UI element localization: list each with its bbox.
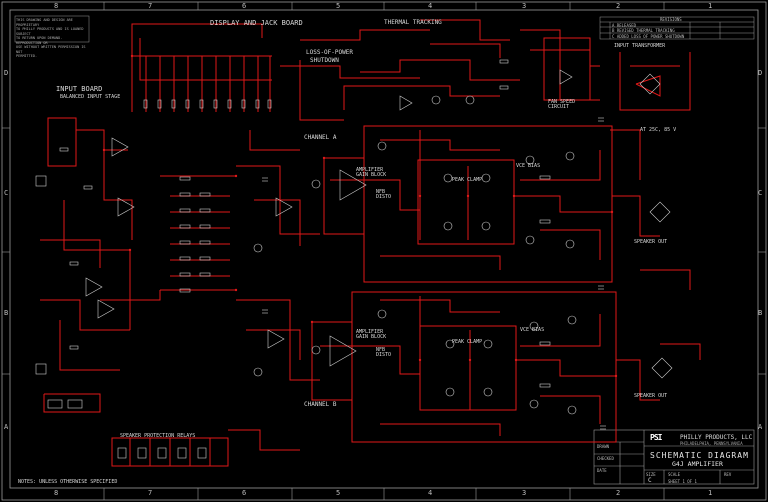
zone-7-bottom: 7: [148, 489, 153, 497]
zone-b-left: B: [4, 309, 9, 317]
input-board-sublabel: BALANCED INPUT STAGE: [60, 94, 121, 100]
speaker-out-b-label: SPEAKER OUT: [634, 393, 668, 399]
inner-border: [9, 9, 759, 489]
company-logo: PSI: [650, 433, 662, 442]
zone-6-top: 6: [242, 2, 247, 10]
size-label: SIZE: [646, 472, 656, 477]
amp-gain-block-b-label: AMPLIFIER GAIN BLOCK: [356, 329, 387, 340]
zone-3-bottom: 3: [522, 489, 527, 497]
zone-b-right: B: [758, 309, 763, 317]
loss-of-power-label: LOSS-OF-POWER: [306, 49, 353, 56]
zone-2-bottom: 2: [616, 489, 621, 497]
checked-label: CHECKED: [597, 456, 614, 461]
amp-gain-block-a-label: AMPLIFIER GAIN BLOCK: [356, 167, 387, 178]
input-board-label: INPUT BOARD: [56, 85, 103, 93]
speaker-out-a-label: SPEAKER OUT: [634, 239, 668, 245]
revisions-header: REVISIONS: [660, 17, 682, 22]
junction-dots: [102, 54, 618, 378]
zone-5-bottom: 5: [336, 489, 341, 497]
channel-b-label: CHANNEL B: [304, 401, 337, 408]
mains-note: INPUT TRANSFORMER: [614, 43, 666, 49]
revision-block: [599, 16, 755, 40]
zone-8-bottom: 8: [54, 489, 59, 497]
display-board-label: DISPLAY AND JACK BOARD: [210, 19, 303, 27]
zone-d-right: D: [758, 69, 763, 77]
revision-row: C ADDED LOSS OF POWER SHUTDOWN: [612, 34, 685, 39]
zone-c-left: C: [4, 189, 9, 197]
scale-label: SCALE: [668, 472, 681, 477]
bias-a-label: VCE BIAS: [516, 163, 541, 169]
zone-2-top: 2: [616, 2, 621, 10]
zone-1-bottom: 1: [708, 489, 713, 497]
zone-a-left: A: [4, 423, 9, 431]
peak-clamp-a-label: PEAK CLAMP: [452, 177, 483, 183]
notes-box: [14, 15, 90, 43]
note-line: TO RETURN UPON DEMAND. REPRODUCTION OR: [16, 36, 63, 45]
note-line: USE WITHOUT WRITTEN PERMISSION IS NOT: [16, 45, 86, 54]
power-supply-note: AT 25C, 85 V: [640, 127, 677, 133]
drawing-subtitle: G4J AMPLIFIER: [672, 460, 723, 468]
thermal-tracking-label: THERMAL TRACKING: [384, 19, 442, 26]
zone-8-top: 8: [54, 2, 59, 10]
zone-4-bottom: 4: [428, 489, 433, 497]
speaker-relay-label: SPEAKER PROTECTION RELAYS: [120, 433, 196, 439]
company-location: PHILADELPHIA, PENNSYLVANIA: [680, 441, 743, 446]
nfb-b-label: NFB DISTO: [376, 347, 392, 358]
drawn-label: DRAWN: [597, 444, 610, 449]
loss-of-power-sublabel: SHUTDOWN: [310, 57, 339, 64]
zone-6-bottom: 6: [242, 489, 247, 497]
rev-label: REV: [724, 472, 732, 477]
zone-7-top: 7: [148, 2, 153, 10]
zone-d-left: D: [4, 69, 9, 77]
component-symbols: [35, 59, 673, 459]
fan-speed-label: FAN SPEED CIRCUIT: [548, 99, 576, 110]
bottom-note: NOTES: UNLESS OTHERWISE SPECIFIED: [18, 479, 118, 485]
note-line: TO PHILLY PRODUCTS AND IS LOANED SUBJECT: [16, 27, 84, 36]
revision-row: A RELEASED: [612, 23, 637, 28]
note-line: THIS DRAWING AND DESIGN ARE PROPRIETARY: [16, 18, 73, 27]
proprietary-notes: THIS DRAWING AND DESIGN ARE PROPRIETARY …: [16, 18, 86, 59]
drawing-title: SCHEMATIC DIAGRAM: [650, 451, 749, 460]
size-value: C: [648, 477, 652, 484]
zone-1-top: 1: [708, 2, 713, 10]
zone-4-top: 4: [428, 2, 433, 10]
zone-a-right: A: [758, 423, 763, 431]
zone-3-top: 3: [522, 2, 527, 10]
peak-clamp-b-label: PEAK CLAMP: [452, 339, 483, 345]
bias-b-label: VCE BIAS: [520, 327, 545, 333]
title-block-frame: [593, 429, 755, 485]
nfb-a-label: NFB DISTO: [376, 189, 392, 200]
date-label: DATE: [597, 468, 607, 473]
wiring-nets: [40, 19, 701, 467]
company-name: PHILLY PRODUCTS, LLC: [680, 434, 753, 441]
zone-5-top: 5: [336, 2, 341, 10]
channel-a-label: CHANNEL A: [304, 134, 337, 141]
zone-c-right: C: [758, 189, 763, 197]
note-line: PERMITTED.: [16, 54, 38, 58]
revision-row: B REVISED THERMAL TRACKING: [612, 28, 675, 33]
sheet-label: SHEET 1 OF 1: [668, 479, 697, 484]
